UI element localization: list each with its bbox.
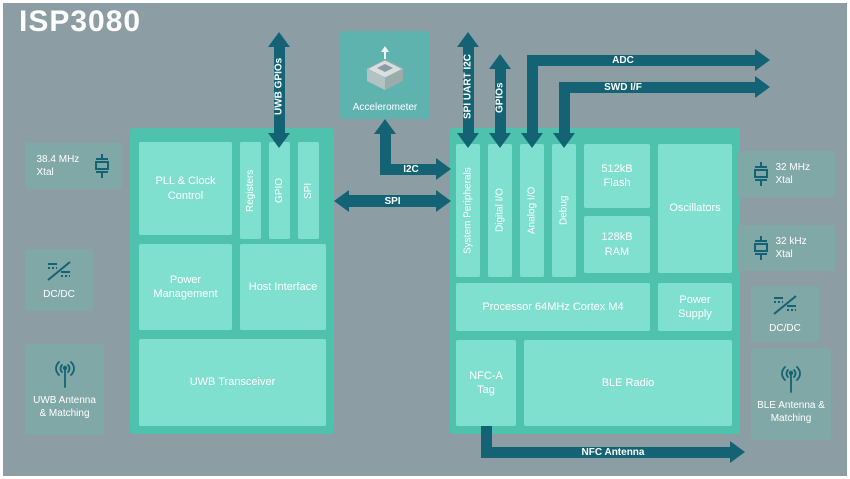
dcdc-right-label: DC/DC	[769, 323, 801, 334]
arrowhead-right	[755, 49, 770, 71]
arrow-shaft	[527, 55, 538, 135]
xtal-32k-block: 32 kHz Xtal	[738, 225, 835, 271]
block-power-management: Power Management	[139, 244, 232, 330]
block-uwb-transceiver: UWB Transceiver	[139, 339, 326, 426]
uwb-antenna-block: UWB Antenna & Matching	[25, 344, 104, 435]
arrowhead-down	[457, 133, 479, 148]
arrowhead-down	[489, 133, 511, 148]
block-debug: Debug	[552, 144, 576, 277]
connection-label-spi: SPI	[384, 195, 401, 207]
dcdc-left-label: DC/DC	[43, 289, 75, 300]
xtal-38-4-label: 38.4 MHz Xtal	[36, 154, 80, 178]
arrow-shaft	[527, 55, 755, 66]
accelerometer-icon-wrap	[359, 37, 411, 102]
dcdc-converter-icon	[47, 261, 71, 281]
block-processor: Processor 64MHz Cortex M4	[456, 283, 650, 331]
accelerometer-label: Accelerometer	[352, 102, 418, 113]
ble-antenna-label: BLE Antenna & Matching	[757, 399, 825, 424]
connection-label-gpios: GPIOs	[494, 82, 506, 114]
block-host-interface: Host Interface	[240, 244, 326, 330]
arrowhead-down	[268, 133, 290, 148]
block-power-supply: Power Supply	[658, 283, 732, 331]
block-oscillators: Oscillators	[658, 144, 732, 273]
dcdc-right-block: DC/DC	[751, 286, 819, 342]
xtal-32k-label: 32 kHz Xtal	[775, 236, 807, 260]
block-ble-radio: BLE Radio	[524, 340, 732, 426]
arrow-shaft	[463, 46, 474, 135]
arrow-shaft	[559, 82, 570, 135]
arrowhead-down	[521, 133, 543, 148]
connection-label-uwb-gpios: UWB GPIOs	[273, 57, 285, 115]
block-pll-clock-control: PLL & Clock Control	[139, 142, 232, 235]
block-gpio: GPIO	[269, 142, 290, 239]
arrow-shaft	[274, 46, 285, 135]
connection-label-spi-uart-i2c: SPI UART I2C	[462, 53, 474, 119]
dcdc-left-block: DC/DC	[25, 249, 93, 311]
block-digital-io: Digital I/O	[488, 144, 512, 277]
arrowhead-up	[457, 32, 479, 47]
crystal-icon	[94, 154, 109, 178]
block-flash: 512kB Flash	[584, 144, 650, 208]
arrowhead-right	[436, 190, 451, 212]
block-ram: 128kB RAM	[584, 216, 650, 273]
block-nfc-tag: NFC-A Tag	[456, 340, 516, 426]
arrow-shaft	[349, 195, 436, 207]
arrowhead-up	[374, 119, 396, 134]
connection-label-adc: ADC	[612, 55, 634, 66]
antenna-icon	[54, 361, 75, 388]
block-system-peripherals: System Peripherals	[456, 144, 480, 277]
block-spi-strip: SPI	[298, 142, 319, 239]
arrow-shaft	[559, 82, 755, 93]
xtal-32m-label: 32 MHz Xtal	[775, 162, 810, 186]
dcdc-converter-icon	[773, 295, 797, 315]
arrowhead-down	[553, 133, 575, 148]
arrowhead-up	[268, 32, 290, 47]
accelerometer-block: Accelerometer	[340, 31, 430, 119]
block-analog-io: Analog I/O	[520, 144, 544, 277]
crystal-icon	[753, 236, 768, 260]
accelerometer-icon	[365, 45, 405, 90]
xtal-32m-block: 32 MHz Xtal	[738, 151, 835, 197]
arrowhead-right	[436, 158, 451, 180]
arrow-shaft	[495, 68, 506, 135]
arrow-shaft	[481, 426, 492, 452]
connection-label-i2c: I2C	[403, 164, 419, 175]
connection-label-swd-if: SWD I/F	[604, 82, 642, 93]
block-registers: Registers	[240, 142, 261, 239]
crystal-icon	[753, 162, 768, 186]
arrowhead-left	[334, 190, 349, 212]
arrowhead-up	[489, 54, 511, 69]
uwb-antenna-label: UWB Antenna & Matching	[33, 395, 96, 419]
arrowhead-right	[730, 441, 745, 463]
arrow-shaft	[481, 447, 730, 458]
xtal-38-4-block: 38.4 MHz Xtal	[25, 143, 122, 189]
arrowhead-right	[755, 76, 770, 98]
connection-label-nfc-antenna: NFC Antenna	[581, 447, 645, 458]
antenna-icon	[781, 365, 801, 393]
ble-antenna-block: BLE Antenna & Matching	[751, 348, 831, 440]
arrow-shaft	[380, 164, 436, 175]
arrow-shaft	[380, 132, 391, 175]
page-title: ISP3080	[19, 5, 142, 38]
